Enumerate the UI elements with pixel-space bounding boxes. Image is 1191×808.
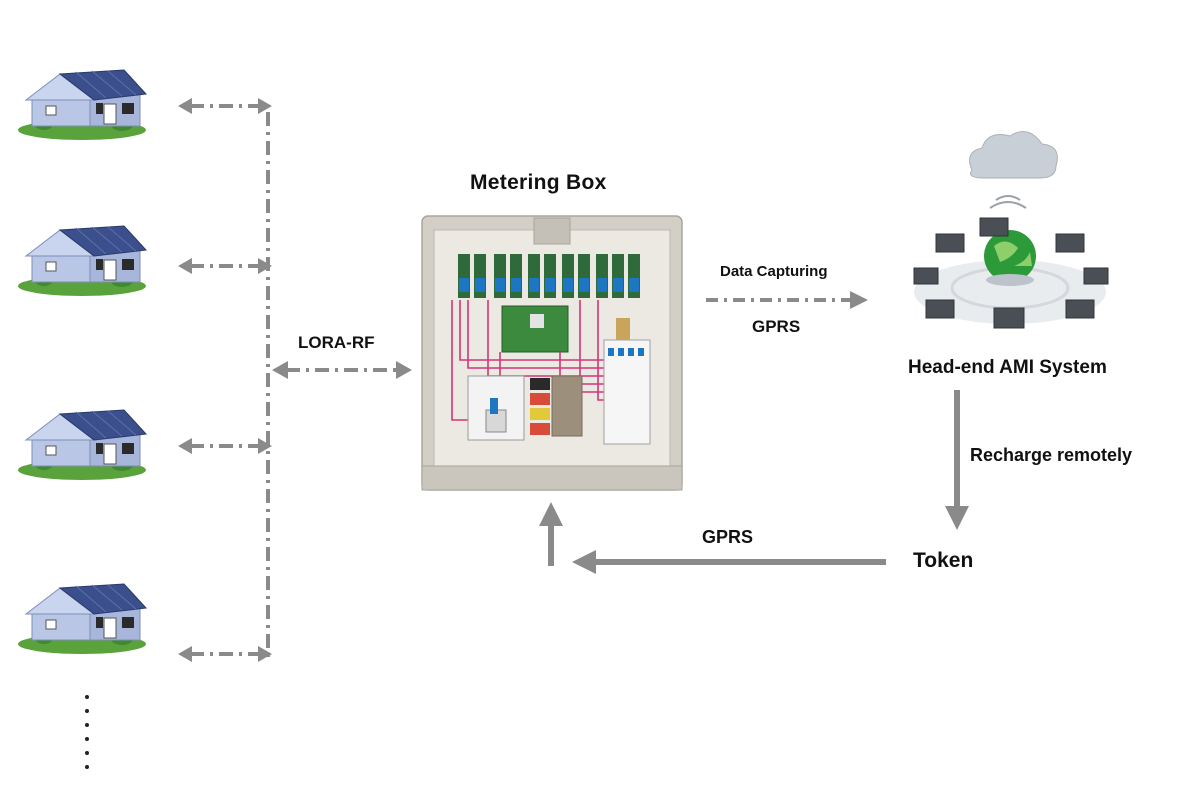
token-gprs-arrowhead [572,550,596,574]
lora-rf-label: LORA-RF [298,333,375,352]
metering-box-title: Metering Box [470,171,607,194]
house-2 [17,225,147,297]
house-1 [17,69,147,141]
data-capturing-label: Data Capturing [720,263,828,280]
upload-arrowhead [539,502,563,526]
lora-bus [190,104,400,660]
head-end-label: Head-end AMI System [908,357,1107,378]
lora-arrowheads [178,98,412,662]
recharge-arrowhead [945,506,969,530]
gprs-upper-label: GPRS [752,317,801,336]
more-houses-dots [85,695,89,769]
house-4 [17,583,147,655]
house-3 [17,409,147,481]
metering-box-image [421,215,683,491]
data-capturing-arrowhead [850,291,868,309]
recharge-label: Recharge remotely [970,445,1133,465]
token-label: Token [913,549,974,572]
gprs-lower-label: GPRS [702,527,754,547]
head-end-ami-image [913,131,1109,329]
